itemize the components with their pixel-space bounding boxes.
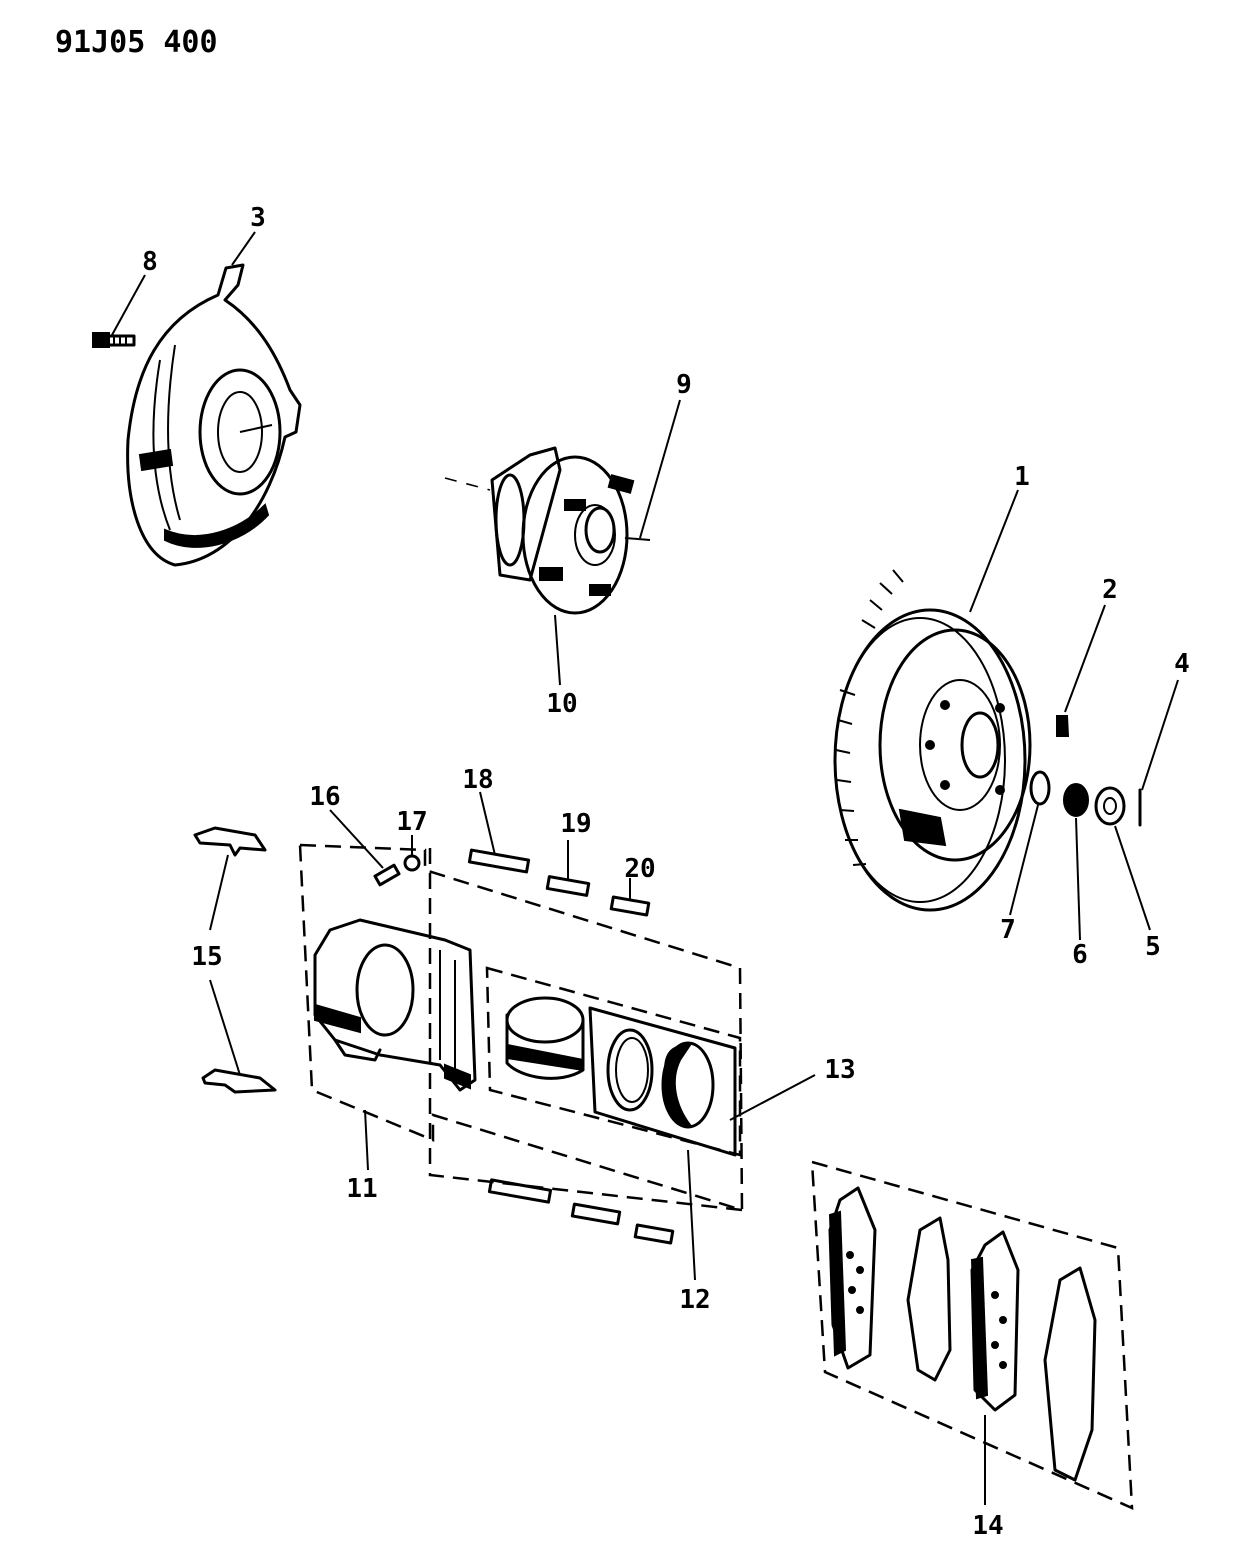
callout-2: 2	[1102, 575, 1118, 605]
piston-seal-kit	[485, 966, 742, 1157]
callout-labels: 1 2 3 4 5 6 7 8 9 10 11 12 13 14 15 16 1…	[142, 203, 1190, 1541]
hub-hardware	[1029, 715, 1142, 827]
callout-17: 17	[396, 807, 427, 837]
callout-13: 13	[824, 1055, 855, 1085]
callout-20: 20	[624, 854, 655, 884]
caliper-assembly	[298, 843, 744, 1212]
callout-11: 11	[346, 1174, 377, 1204]
callout-9: 9	[676, 370, 692, 400]
callout-14: 14	[972, 1511, 1003, 1541]
callout-16: 16	[309, 782, 340, 812]
caliper-pins	[373, 848, 675, 1245]
callout-8: 8	[142, 247, 158, 277]
callout-10: 10	[546, 689, 577, 719]
callout-5: 5	[1145, 932, 1161, 962]
leader-lines	[111, 231, 1179, 1505]
brake-rotor	[833, 569, 1032, 912]
anti-rattle-springs	[193, 826, 277, 1094]
callout-6: 6	[1072, 940, 1088, 970]
callout-3: 3	[250, 203, 266, 233]
splash-shield	[126, 263, 302, 567]
callout-19: 19	[560, 809, 591, 839]
callout-7: 7	[1000, 915, 1016, 945]
brake-pads	[810, 1160, 1134, 1510]
callout-4: 4	[1174, 649, 1190, 679]
callout-18: 18	[462, 765, 493, 795]
hub-bearing	[444, 446, 651, 615]
callout-1: 1	[1014, 462, 1030, 492]
callout-12: 12	[679, 1285, 710, 1315]
drawing-code: 91J05 400	[55, 25, 218, 60]
callout-15: 15	[191, 942, 222, 972]
shield-bolt	[92, 332, 136, 348]
